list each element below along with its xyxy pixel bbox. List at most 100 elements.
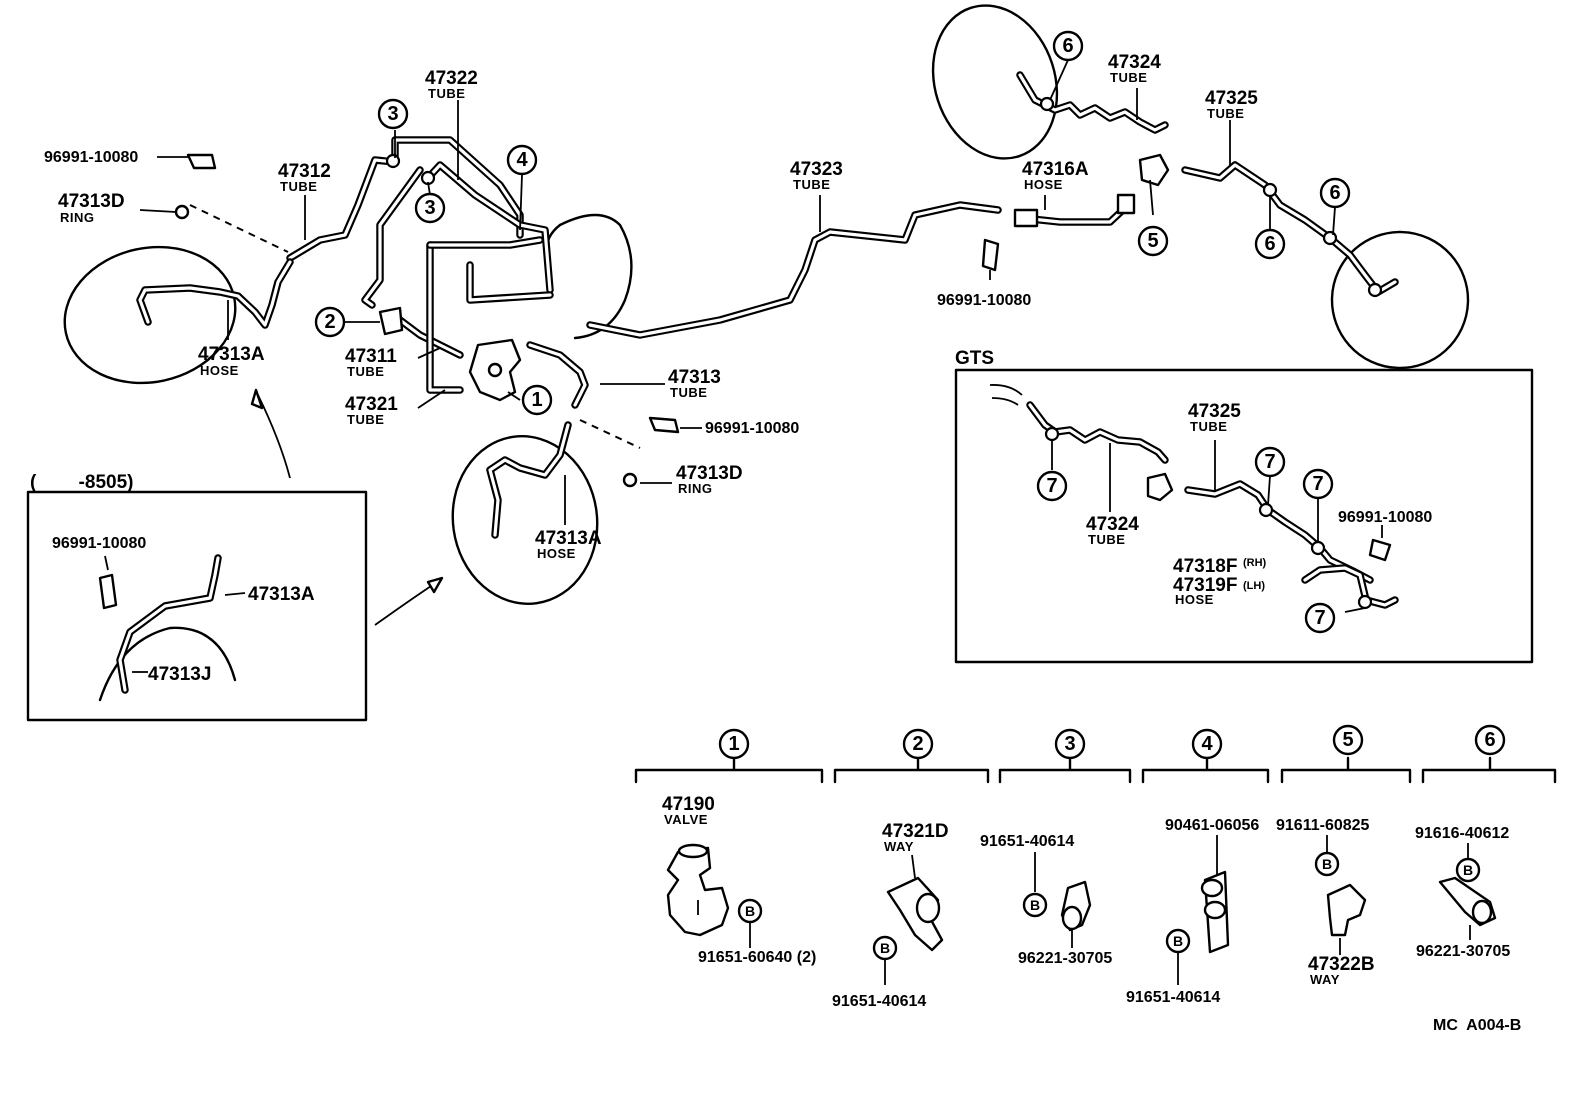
arrow-to-left-disc — [257, 394, 291, 479]
svg-text:6: 6 — [1484, 729, 1495, 751]
detail-4-bolt-mark: B — [1165, 928, 1191, 954]
svg-text:6: 6 — [1264, 233, 1275, 255]
proportioning-valve — [468, 338, 522, 402]
gts-47319F: 47319F — [1173, 575, 1237, 596]
label-ring-right: RING — [678, 481, 713, 496]
callout-6-mid: 6 — [1254, 228, 1286, 260]
label-47321: 47321 — [345, 394, 398, 415]
inset-8505-47313J: 47313J — [148, 664, 211, 685]
label-96991-10080-center: 96991-10080 — [937, 292, 1031, 309]
inset-8505: ( -8505) 96991-10080 47313A 47313J — [26, 472, 368, 722]
rear-left-drum — [931, 4, 1059, 160]
detail-1-valve: 47190 VALVE B 91651-60640 (2) — [662, 794, 816, 966]
label-47313A-left: 47313A — [198, 344, 265, 365]
label-96991-10080-left: 96991-10080 — [44, 149, 138, 166]
detail-5-bolt-mark: B — [1314, 851, 1340, 877]
gts-47324: 47324 — [1086, 514, 1139, 535]
label-47324-tube: TUBE — [1110, 70, 1147, 85]
label-47325: 47325 — [1205, 88, 1258, 109]
svg-text:3: 3 — [387, 103, 398, 125]
detail-3-bolt: 91651-40614 — [980, 833, 1074, 850]
label-47312: 47312 — [278, 161, 331, 182]
gts-hose: HOSE — [1175, 592, 1214, 607]
detail-5-way: 91611-60825 B 47322B WAY — [1276, 817, 1375, 987]
label-47313A-right: 47313A — [535, 528, 602, 549]
svg-text:7: 7 — [1046, 475, 1057, 497]
arrow-head-right — [426, 576, 444, 594]
callout-3-top: 3 — [377, 98, 409, 130]
label-47316A-hose: HOSE — [1024, 177, 1063, 192]
three-way-fitting-rear — [1138, 153, 1170, 187]
callout-1: 1 — [521, 384, 553, 416]
label-47313A-left-hose: HOSE — [200, 363, 239, 378]
dashed-guide-right — [579, 419, 641, 449]
svg-text:B: B — [745, 903, 755, 919]
svg-text:3: 3 — [424, 197, 435, 219]
gts-47325-tube: TUBE — [1190, 419, 1227, 434]
detail-callout-4: 4 — [1191, 728, 1223, 760]
detail-2-part: 47321D — [882, 821, 949, 842]
label-47323: 47323 — [790, 159, 843, 180]
hose-47313A-left — [136, 258, 294, 329]
detail-1-bolt: 91651-60640 (2) — [698, 949, 816, 966]
detail-4-bracket: 90461-06056 B 91651-40614 — [1126, 817, 1259, 1006]
detail-1-part: 47190 — [662, 794, 715, 815]
svg-text:6: 6 — [1062, 35, 1073, 57]
detail-2-bolt-mark: B — [872, 935, 898, 961]
label-47323-tube: TUBE — [793, 177, 830, 192]
label-47311-tube: TUBE — [347, 364, 384, 379]
gts-47324-tube: TUBE — [1088, 532, 1125, 547]
label-47325-tube: TUBE — [1207, 106, 1244, 121]
label-47311: 47311 — [345, 346, 397, 367]
label-47316A: 47316A — [1022, 159, 1089, 180]
inset-gts-title: GTS — [955, 348, 994, 369]
svg-text:4: 4 — [516, 149, 528, 171]
dashed-guide-left — [189, 204, 289, 253]
label-47312-tube: TUBE — [280, 179, 317, 194]
svg-text:B: B — [1030, 897, 1040, 913]
detail-2-desc: WAY — [884, 839, 914, 854]
detail-4-bolt: 91651-40614 — [1126, 989, 1220, 1006]
tube-47313 — [526, 341, 589, 409]
detail-callout-1: 1 — [718, 728, 750, 760]
label-47324: 47324 — [1108, 52, 1161, 73]
detail-brackets — [634, 756, 1557, 784]
leader-lines — [139, 59, 1336, 525]
detail-callout-3: 3 — [1054, 728, 1086, 760]
gts-47325: 47325 — [1188, 401, 1241, 422]
svg-text:7: 7 — [1314, 607, 1325, 629]
svg-text:B: B — [1322, 856, 1332, 872]
inset-8505-title: ( -8505) — [30, 472, 133, 493]
detail-callout-6: 6 — [1474, 724, 1506, 756]
tube-47312 — [286, 156, 399, 262]
detail-5-bolt: 91611-60825 — [1276, 817, 1370, 834]
detail-5-part: 47322B — [1308, 954, 1375, 975]
tube-47323 — [586, 201, 1002, 339]
gts-lh: (LH) — [1243, 580, 1265, 592]
detail-3-clamp: 91651-40614 B 96221-30705 — [980, 833, 1112, 967]
gts-47318F: 47318F — [1173, 556, 1237, 577]
svg-text:7: 7 — [1264, 451, 1275, 473]
detail-6-bolt-mark: B — [1455, 857, 1481, 883]
tube-47321 — [426, 236, 554, 394]
detail-6-clamp: 91616-40612 B 96221-30705 — [1415, 825, 1510, 960]
gts-96991-10080: 96991-10080 — [1338, 509, 1432, 526]
inset-gts: GTS 7 7 7 7 47325 TUBE 47324 TUBE 96991-… — [954, 348, 1534, 664]
tube-47325 — [1181, 161, 1399, 296]
callout-5: 5 — [1137, 225, 1169, 257]
way-47321D-small — [378, 306, 404, 336]
callout-4: 4 — [506, 144, 538, 176]
inset-8505-96991-10080: 96991-10080 — [52, 535, 146, 552]
svg-text:7: 7 — [1312, 473, 1323, 495]
callout-3-mid: 3 — [414, 192, 446, 224]
callout-6-top: 6 — [1052, 30, 1084, 62]
detail-callout-2: 2 — [902, 728, 934, 760]
detail-2-way: 47321D WAY B 91651-40614 — [832, 821, 949, 1010]
detail-3-clamp-label: 96221-30705 — [1018, 950, 1112, 967]
label-47313: 47313 — [668, 367, 721, 388]
svg-text:B: B — [880, 940, 890, 956]
svg-text:3: 3 — [1064, 733, 1075, 755]
front-right-disc — [451, 435, 599, 605]
label-47313D-right: 47313D — [676, 463, 743, 484]
